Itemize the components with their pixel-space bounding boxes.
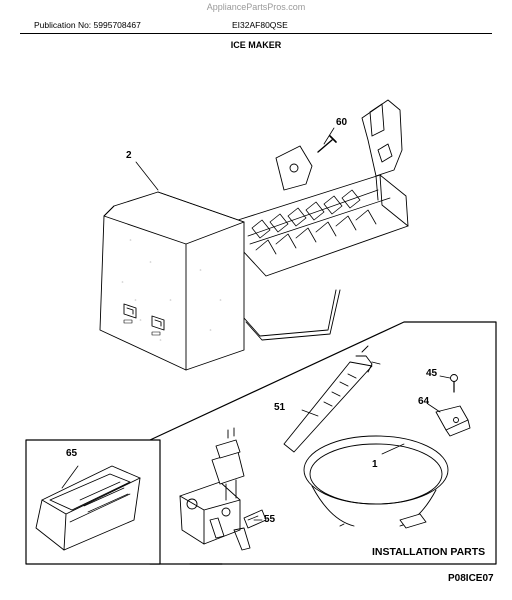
screw-45 — [439, 374, 458, 393]
screw-60 — [317, 127, 337, 153]
callout-1: 1 — [372, 459, 378, 470]
page-title: ICE MAKER — [230, 40, 282, 50]
publication-number: Publication No: 5995708467 — [34, 20, 141, 30]
water-tubing-1 — [303, 435, 449, 529]
installation-parts-label: INSTALLATION PARTS — [372, 546, 486, 558]
callout-64: 64 — [418, 396, 430, 407]
tie-strap-51 — [283, 345, 381, 453]
model-number: EI32AF80QSE — [232, 20, 288, 30]
callout-51: 51 — [274, 402, 286, 413]
header-rule — [20, 33, 492, 34]
callout-60: 60 — [336, 117, 348, 128]
ice-bin-box — [25, 439, 161, 565]
figure-code: P08ICE07 — [448, 573, 494, 584]
callout-2: 2 — [126, 150, 132, 161]
callout-45: 45 — [426, 368, 438, 379]
water-valve-55 — [179, 427, 267, 551]
ice-maker-assembly — [99, 99, 409, 371]
watermark: AppliancePartsPros.com — [206, 2, 306, 12]
clamp-64 — [427, 403, 471, 437]
callout-65: 65 — [66, 448, 78, 459]
callout-55: 55 — [264, 514, 276, 525]
